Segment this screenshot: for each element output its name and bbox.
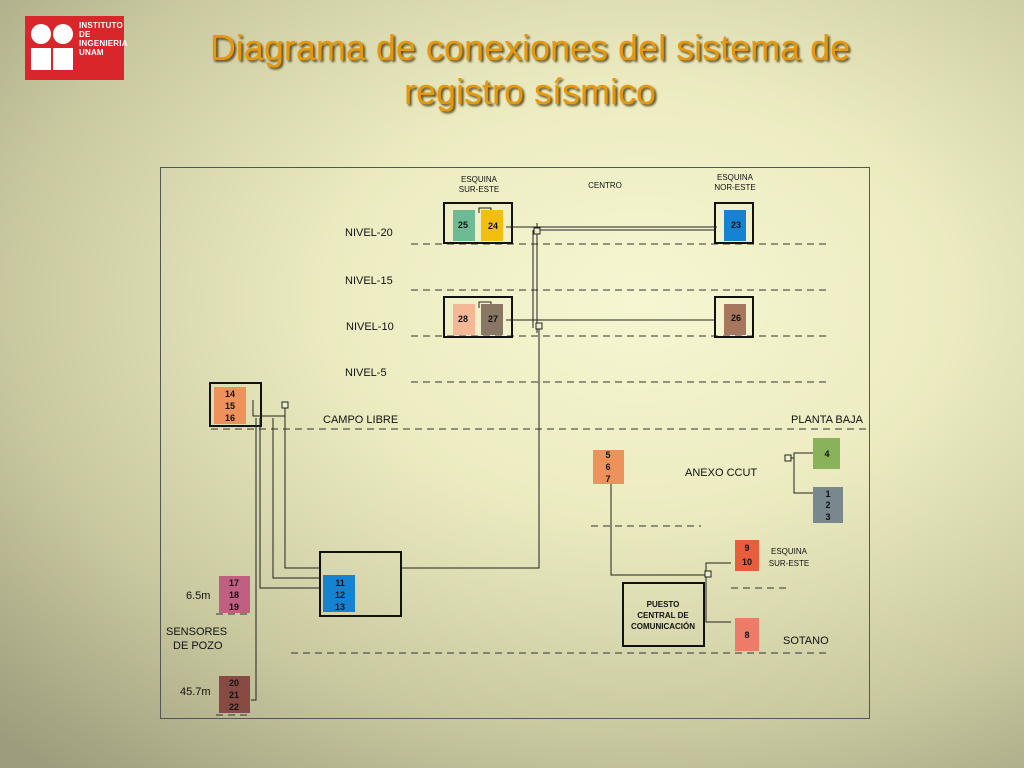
cables (251, 207, 813, 701)
sensors (214, 210, 843, 713)
sensor-9-10-box (735, 540, 759, 571)
sensor-17-19-box (219, 576, 250, 613)
sensor-28-label: 28 (458, 314, 468, 324)
logo-line: DE (79, 30, 91, 39)
sensor-26-box (724, 304, 746, 335)
puesto-line-2: CENTRAL DE (637, 611, 689, 620)
sensor-26-label: 26 (731, 313, 741, 323)
anexo-label: ANEXO CCUT (685, 467, 757, 479)
sensor-12-label: 12 (335, 590, 345, 600)
sensor-15-label: 15 (225, 401, 235, 411)
title-line-1: Diagrama de conexiones del sistema de (209, 27, 851, 68)
nivel-10-label: NIVEL-10 (346, 321, 394, 333)
logo-mark-icon (29, 22, 75, 72)
page-title: Diagrama de conexiones del sistema de re… (150, 26, 910, 114)
sensor-4-box (813, 438, 840, 469)
enclosure-nivel10-se (443, 296, 513, 338)
esquina-se-label: ESQUINA (461, 175, 498, 184)
sensor-7-label: 7 (605, 474, 610, 484)
enclosure-nivel10-ne (714, 296, 754, 338)
sur-este-label: SUR-ESTE (459, 185, 499, 194)
logo-line: UNAM (79, 48, 104, 57)
sensor-17-label: 17 (229, 578, 239, 588)
sensor-18-label: 18 (229, 590, 239, 600)
junction (533, 227, 541, 235)
sensor-28-box (453, 304, 475, 335)
sensor-5-7-box (593, 450, 624, 484)
sotano-label: SOTANO (783, 635, 829, 647)
enclosure-nivel20-ne (714, 202, 754, 244)
esquina2-label: ESQUINA (771, 547, 808, 556)
junction (704, 570, 712, 578)
sensor-13-label: 13 (335, 602, 345, 612)
sensor-23-box (724, 210, 746, 241)
depth-45-7-label: 45.7m (180, 686, 211, 698)
junction (281, 401, 289, 409)
sensor-16-label: 16 (225, 413, 235, 423)
esquina2-sur-este-label: SUR-ESTE (769, 559, 809, 568)
sensor-14-16-box (214, 387, 246, 424)
sensor-27-label: 27 (488, 314, 498, 324)
sensor-21-label: 21 (229, 690, 239, 700)
junction (535, 322, 543, 330)
nivel-5-label: NIVEL-5 (345, 367, 387, 379)
sensor-5-label: 5 (605, 450, 610, 460)
logo-line: INSTITUTO (79, 21, 123, 30)
depth-6-5-label: 6.5m (186, 590, 210, 602)
location-labels: ESQUINA SUR-ESTE CENTRO ESQUINA NOR-ESTE… (459, 173, 809, 568)
puesto-central-label: PUESTO CENTRAL DE COMUNICACIÓN (631, 600, 695, 631)
sensor-27-box (481, 304, 503, 335)
title-line-2: registro sísmico (403, 71, 657, 112)
sensores-label: SENSORES (166, 626, 227, 638)
sensor-11-13-box (323, 575, 355, 612)
sensor-14-label: 14 (225, 389, 235, 399)
sensor-24-label: 24 (488, 221, 498, 231)
centro-label: CENTRO (588, 181, 622, 190)
planta-baja-label: PLANTA BAJA (791, 414, 864, 426)
esquina-ne-label: ESQUINA (717, 173, 754, 182)
connection-diagram: 25 24 23 28 27 26 14 15 16 5 6 7 4 1 2 3… (160, 167, 870, 719)
sensor-1-3-box (813, 487, 843, 523)
logo-text: INSTITUTO DE INGENIERIA UNAM (79, 21, 128, 57)
level-labels: NIVEL-20 NIVEL-15 NIVEL-10 NIVEL-5 CAMPO… (166, 227, 864, 698)
nivel-15-label: NIVEL-15 (345, 275, 393, 287)
sensor-19-label: 19 (229, 602, 239, 612)
sensor-22-label: 22 (229, 702, 239, 712)
sensor-11-label: 11 (335, 578, 345, 588)
sensor-25-box (453, 210, 475, 241)
enclosures (209, 202, 754, 647)
sensor-25-label: 25 (458, 220, 468, 230)
campo-libre-label: CAMPO LIBRE (323, 414, 398, 426)
logo-line: INGENIERIA (79, 39, 128, 48)
enclosure-campo-libre (209, 382, 262, 427)
enclosure-nivel20-se (443, 202, 513, 244)
unam-logo: INSTITUTO DE INGENIERIA UNAM (25, 16, 127, 80)
sensor-9-label: 9 (744, 543, 749, 553)
enclosure-central (319, 551, 402, 617)
nor-este-label: NOR-ESTE (714, 183, 755, 192)
de-pozo-label: DE POZO (173, 640, 223, 652)
sensor-8-box (735, 618, 759, 651)
diagram-canvas: 25 24 23 28 27 26 14 15 16 5 6 7 4 1 2 3… (166, 173, 866, 716)
sensor-labels: 25 24 23 28 27 26 14 15 16 5 6 7 4 1 2 3… (225, 220, 831, 712)
sensor-3-label: 3 (825, 512, 830, 522)
sensor-2-label: 2 (825, 500, 830, 510)
sensor-4-label: 4 (824, 449, 829, 459)
sensor-6-label: 6 (605, 462, 610, 472)
puesto-line-3: COMUNICACIÓN (631, 622, 695, 631)
sensor-24-box (481, 210, 503, 241)
junctions (281, 227, 792, 578)
nivel-20-label: NIVEL-20 (345, 227, 393, 239)
sensor-23-label: 23 (731, 220, 741, 230)
sensor-1-label: 1 (825, 489, 830, 499)
sensor-8-label: 8 (744, 630, 749, 640)
sensor-20-label: 20 (229, 678, 239, 688)
enclosure-puesto (622, 582, 705, 647)
sensor-20-22-box (219, 676, 250, 713)
sensor-10-label: 10 (742, 557, 752, 567)
puesto-line-1: PUESTO (647, 600, 680, 609)
junction (784, 454, 792, 462)
